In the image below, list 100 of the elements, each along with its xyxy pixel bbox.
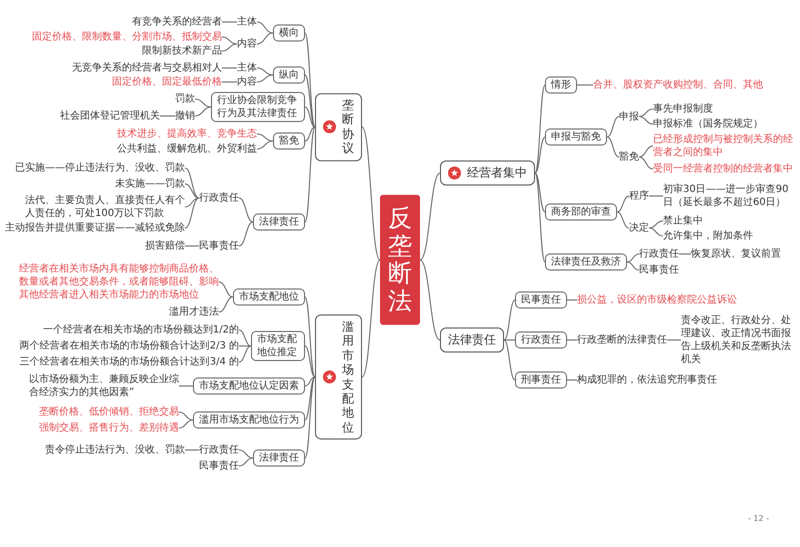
branch-text: 内容 [237, 38, 257, 50]
connector-line [222, 36, 238, 44]
connector-line [304, 346, 316, 378]
branch-text: 主体 [237, 62, 257, 74]
connector-line [184, 184, 200, 198]
connector-line [218, 282, 234, 298]
branch-text: 已经形成控制与被控制关系的经营者之间的集中 [653, 133, 795, 159]
branch-box: 法律责任 [253, 214, 305, 230]
topic-box [315, 314, 362, 440]
connector-line [304, 126, 316, 222]
connector-line [304, 32, 316, 128]
branch-box: 市场支配地位推定 [251, 331, 305, 361]
branch-text: 行政垄断的法律责任 [577, 334, 667, 346]
branch-text: 已实施——停止违法行为、没收、罚款 [15, 162, 185, 174]
connector-line [638, 116, 654, 124]
connector-line [638, 146, 654, 158]
branch-text: 两个经营者在相关市场的市场份额合计达到2/3 的 [20, 340, 239, 352]
connector-line [420, 172, 440, 260]
topic-label: 垄断协议 [342, 98, 354, 156]
connector-line [616, 212, 630, 228]
branch-box: 滥用市场支配地位行为 [193, 412, 305, 428]
connector-line [626, 262, 640, 270]
branch-text: 撤销 [175, 110, 195, 122]
branch-text: 主体 [237, 16, 257, 28]
connector-line [304, 376, 316, 420]
connector-line [648, 228, 664, 236]
connector-line [420, 260, 440, 340]
connector-line [238, 198, 254, 222]
connector-line [256, 68, 274, 76]
connector-line [178, 412, 194, 420]
connector-line [194, 106, 212, 116]
branch-text: 垄断价格、低价倾销、拒绝交易 [39, 406, 179, 418]
connector-line [238, 346, 252, 362]
connector-line [184, 198, 200, 228]
connector-line [256, 22, 274, 34]
branch-text: 行政责任 [199, 192, 239, 204]
branch-text: 行政责任 [199, 444, 239, 456]
branch-text: 民事责任 [639, 264, 679, 276]
branch-text: 内容 [237, 76, 257, 88]
connector-line [534, 172, 546, 262]
branch-text: 经营者在相关市场内具有能够控制商品价格、数量或者其他交易条件，或者能够阻碍、影响其他经营者进入相关市场能力的市场地位 [19, 262, 219, 302]
branch-text: 强制交易、搭售行为、差别待遇 [39, 422, 179, 434]
branch-text: 恢复原状、复议前置 [691, 248, 781, 260]
branch-text: 程序 [629, 190, 649, 202]
connector-line [256, 134, 274, 142]
connector-line [504, 300, 516, 340]
connector-line [238, 330, 252, 346]
topic-label: 经营者集中 [467, 166, 527, 180]
branch-box: 行业协会限制竞争行为及其法律责任 [211, 92, 305, 122]
branch-box: 申报与豁免 [545, 128, 607, 146]
branch-box: 行政责任 [515, 332, 567, 348]
branch-box: 法律责任 [253, 450, 305, 466]
branch-text: 决定 [629, 222, 649, 234]
connector-line [648, 220, 664, 228]
branch-text: 无竞争关系的经营者与交易相对人 [72, 62, 222, 74]
branch-text: 固定价格、限制数量、分割市场、抵制交易 [32, 30, 222, 44]
connector-line [256, 32, 274, 44]
branch-text: 事先申报制度 [653, 102, 713, 116]
connector-line [576, 84, 594, 86]
branch-text: 损公益，设区的市级检察院公益诉讼 [577, 294, 737, 306]
branch-text: 罚款 [175, 92, 195, 106]
branch-box: 情形 [545, 76, 577, 94]
connector-line [304, 296, 316, 378]
branch-text: 构成犯罪的，依法追究刑事责任 [577, 374, 717, 386]
branch-text: 以市场份额为主、兼顾反映企业综合经济实力的其他因素” [29, 373, 179, 399]
connector-line [362, 126, 380, 260]
connector-line [616, 196, 630, 212]
title-box: 反垄断法 [380, 194, 420, 326]
connector-line [194, 98, 212, 108]
connector-line [238, 450, 254, 458]
branch-box: 刑事责任 [515, 372, 567, 388]
branch-box: 法律责任及救济 [545, 254, 627, 270]
branch-text: 有竞争关系的经营者 [132, 16, 222, 28]
connector-line [534, 136, 546, 174]
connector-line [638, 156, 654, 170]
branch-text: 主动报告并提供重要证据——减轻或免除 [5, 222, 185, 234]
connector-line [238, 458, 254, 466]
branch-text: 一个经营者在相关市场的市场份额达到1/2的 [42, 324, 239, 336]
branch-text: 技术进步、提高效率、竞争生态 [117, 128, 257, 140]
connector-line [184, 168, 200, 198]
branch-text: 滥用才违法 [169, 306, 219, 318]
connector-line [534, 84, 546, 174]
branch-text: 限制新技术新产品 [142, 44, 222, 58]
connector-line [256, 140, 274, 150]
branch-box: 市场支配地位 [233, 288, 305, 306]
branch-text: 初审30日——进一步审查90日（延长最多不超过60日） [663, 183, 795, 209]
branch-text: 行政责任 [639, 248, 679, 260]
connector-line [606, 116, 620, 138]
branch-text: 三个经营者在相关市场的市场份额合计达到3/4 的 [20, 356, 239, 368]
branch-box: 市场支配地位认定因素 [193, 378, 305, 394]
branch-box: 横向 [273, 24, 305, 42]
branch-text: 受同一经营者控制的经营者集中 [653, 162, 793, 176]
branch-box: 纵向 [273, 66, 305, 84]
branch-text: 固定价格、固定最低价格 [112, 76, 222, 88]
connector-line [304, 126, 316, 142]
branch-text: 责令停止违法行为、没收、罚款 [45, 444, 185, 456]
branch-box: 民事责任 [515, 292, 567, 308]
connector-line [606, 136, 620, 158]
connector-line [304, 74, 316, 128]
connector-line [362, 260, 380, 378]
